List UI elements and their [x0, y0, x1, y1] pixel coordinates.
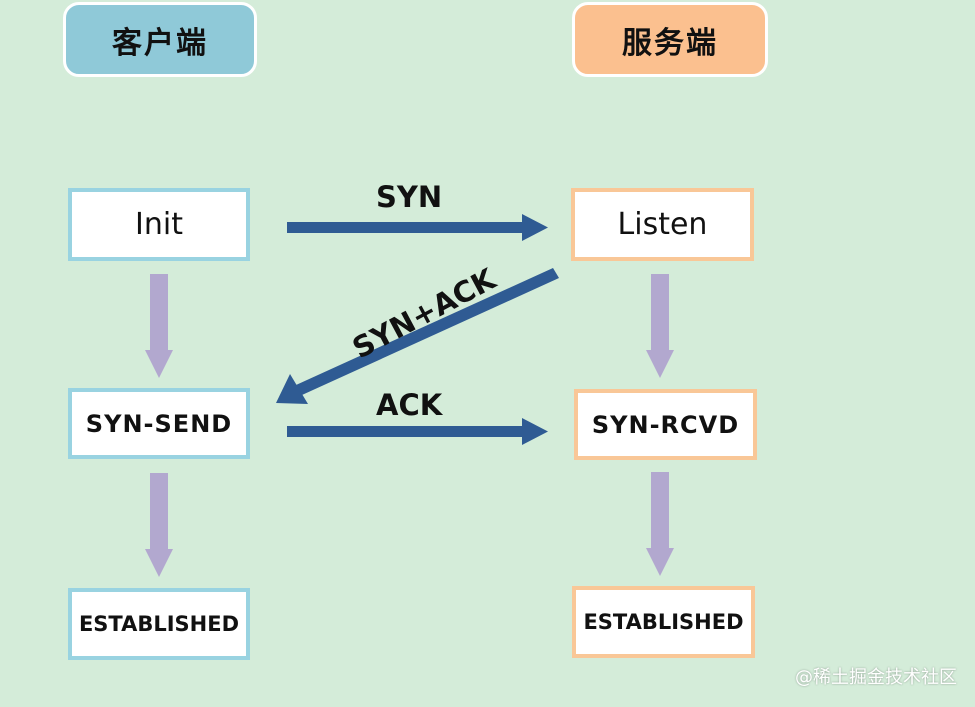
- client-transition-arrow-1: [145, 274, 173, 378]
- syn-arrow: [287, 214, 548, 241]
- server-header: 服务端: [572, 2, 768, 77]
- ack-label: ACK: [376, 388, 443, 422]
- server-state-syn-rcvd: SYN-RCVD: [574, 389, 757, 460]
- syn-label: SYN: [376, 180, 443, 214]
- server-transition-arrow-1: [646, 274, 674, 378]
- server-state-listen: Listen: [571, 188, 754, 261]
- client-state-established: ESTABLISHED: [68, 588, 250, 660]
- client-transition-arrow-2: [145, 473, 173, 577]
- ack-arrow: [287, 418, 548, 445]
- client-header: 客户端: [63, 2, 257, 77]
- server-transition-arrow-2: [646, 472, 674, 576]
- syn-ack-arrow: [276, 268, 559, 404]
- client-state-syn-send: SYN-SEND: [68, 388, 250, 459]
- watermark: @稀土掘金技术社区: [795, 667, 957, 688]
- client-state-init: Init: [68, 188, 250, 261]
- server-state-established: ESTABLISHED: [572, 586, 755, 658]
